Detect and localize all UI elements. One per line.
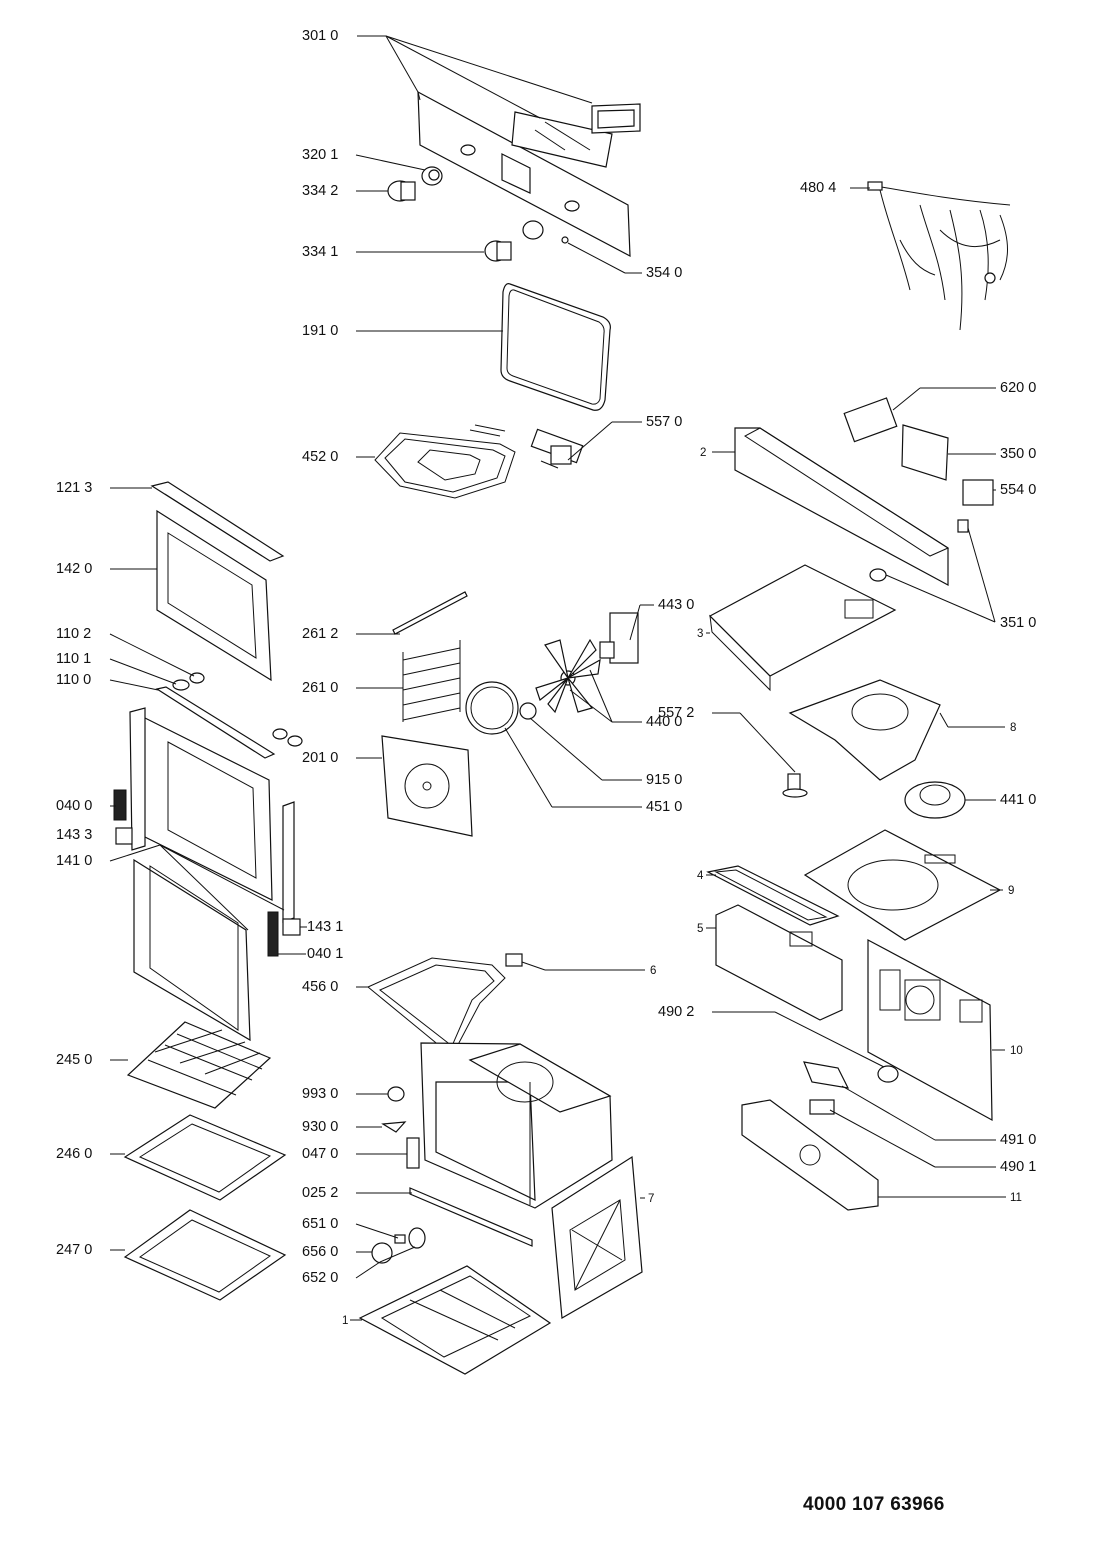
top-panel-drawing — [803, 829, 1002, 941]
duct-drawing — [706, 865, 843, 1021]
part-label: 993 0 — [302, 1086, 339, 1102]
part-label: 656 0 — [302, 1244, 339, 1260]
safety-thermostat-drawing — [782, 773, 808, 798]
part-label: 143 3 — [56, 827, 93, 843]
part-label: 246 0 — [56, 1146, 93, 1162]
front-frame-drawing — [551, 1155, 643, 1319]
document-number: 4000 107 63966 — [803, 1494, 945, 1515]
part-label: 247 0 — [56, 1242, 93, 1258]
rear-panel-drawing — [709, 564, 897, 692]
part-label: 9 — [1008, 885, 1015, 897]
part-label: 201 0 — [302, 750, 339, 766]
part-label: 040 0 — [56, 798, 93, 814]
side-rails-drawing — [392, 591, 468, 722]
oven-cavity-drawing — [409, 1042, 613, 1247]
part-label: 452 0 — [302, 449, 339, 465]
part-label: 456 0 — [302, 979, 339, 995]
thermostat-drawing — [530, 428, 584, 469]
baking-tray-drawing — [123, 1114, 287, 1201]
part-label: 320 1 — [302, 147, 339, 163]
part-label: 8 — [1010, 722, 1017, 734]
part-label: 301 0 — [302, 28, 339, 44]
part-label: 047 0 — [302, 1146, 339, 1162]
door-trim-drawing — [150, 481, 285, 562]
part-label: 121 3 — [56, 480, 93, 496]
part-label: 351 0 — [1000, 615, 1037, 631]
part-label: 557 2 — [658, 705, 695, 721]
part-label: 930 0 — [302, 1119, 339, 1135]
grill-element-drawing — [374, 424, 516, 499]
outer-glass-drawing — [156, 509, 272, 682]
inner-door-drawing — [113, 707, 301, 1042]
part-label: 191 0 — [302, 323, 339, 339]
part-label: 040 1 — [307, 946, 344, 962]
part-label: 10 — [1010, 1045, 1023, 1057]
part-label: 110 0 — [56, 672, 92, 688]
part-label: 915 0 — [646, 772, 683, 788]
part-label: 110 2 — [56, 626, 92, 642]
part-label: 490 2 — [658, 1004, 695, 1020]
part-label: 245 0 — [56, 1052, 93, 1068]
back-wall-drawing — [867, 939, 993, 1122]
part-label: 557 0 — [646, 414, 683, 430]
part-label: 7 — [648, 1193, 655, 1205]
small-components-drawing — [371, 1086, 426, 1264]
part-label: 443 0 — [658, 597, 695, 613]
fan-cover-drawing — [381, 735, 473, 837]
part-label: 620 0 — [1000, 380, 1037, 396]
wire-shelf-drawing — [126, 1021, 272, 1109]
wiring-harness-drawing — [867, 181, 1011, 331]
part-label: 6 — [650, 965, 657, 977]
part-label: 11 — [1010, 1192, 1022, 1204]
fan-motor-drawing — [465, 612, 639, 735]
part-label: 334 1 — [302, 244, 339, 260]
lower-heater-drawing — [367, 953, 523, 1057]
part-label: 4 — [697, 870, 704, 882]
part-label: 554 0 — [1000, 482, 1037, 498]
leader-lines — [109, 35, 1006, 1321]
part-label: 2 — [700, 447, 707, 459]
bottom-panel-drawing — [358, 1265, 552, 1375]
terminal-parts-drawing — [741, 1061, 899, 1211]
part-label: 142 0 — [56, 561, 93, 577]
part-label: 440 0 — [646, 714, 683, 730]
part-label: 3 — [697, 628, 704, 640]
part-label: 025 2 — [302, 1185, 339, 1201]
part-label: 490 1 — [1000, 1159, 1037, 1175]
control-panel-drawing — [417, 90, 641, 258]
part-label: 143 1 — [307, 919, 344, 935]
part-label: 350 0 — [1000, 446, 1037, 462]
part-label: 110 1 — [56, 651, 92, 667]
part-label: 5 — [697, 923, 704, 935]
knob-drawing — [387, 166, 569, 262]
door-pads-drawing — [155, 672, 303, 759]
part-label: 451 0 — [646, 799, 683, 815]
part-label: 334 2 — [302, 183, 339, 199]
electronics-bracket-drawing — [734, 397, 994, 587]
part-label: 261 2 — [302, 626, 339, 642]
part-label: 651 0 — [302, 1216, 339, 1232]
part-label: 491 0 — [1000, 1132, 1037, 1148]
part-label: 480 4 — [800, 180, 837, 196]
part-label: 141 0 — [56, 853, 93, 869]
roasting-pan-drawing — [123, 1209, 287, 1301]
part-label: 441 0 — [1000, 792, 1037, 808]
part-label: 354 0 — [646, 265, 683, 281]
fan-housing-drawing — [788, 679, 966, 819]
part-label: 652 0 — [302, 1270, 339, 1286]
part-label: 1 — [342, 1315, 349, 1327]
door-gasket-drawing — [500, 283, 611, 411]
part-label: 261 0 — [302, 680, 339, 696]
